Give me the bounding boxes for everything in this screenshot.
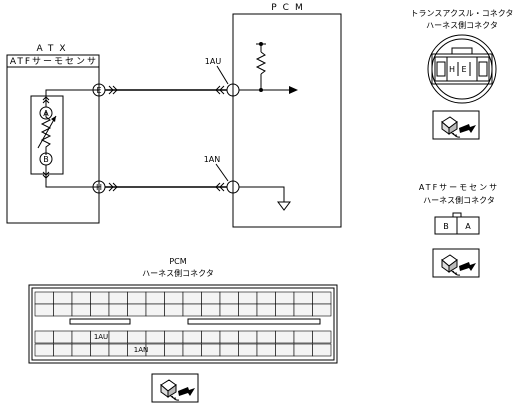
connector-pin-cell [53, 330, 73, 344]
transaxle-connector-title1: トランスアクスル・コネクタ [411, 9, 514, 18]
connector-pin-cell [90, 291, 110, 305]
pin-a-label: A [43, 109, 49, 118]
pcm-connector-title1: PCM [169, 257, 186, 266]
wire-1an: H 1AN [92, 155, 240, 194]
connector-pin-cell [34, 303, 54, 317]
connector-pin-cell [164, 330, 184, 344]
connector-pin-cell [219, 303, 239, 317]
connector-pin-cell [256, 303, 276, 317]
connector-pin-cell [164, 291, 184, 305]
transaxle-connector-title2: ハーネス側コネクタ [426, 20, 498, 30]
connector-pin-cell [53, 303, 73, 317]
connector-pin-cell [164, 343, 184, 357]
atf-sensor-connector-title2: ハーネス側コネクタ [423, 195, 495, 205]
connector-pin-cell [201, 291, 221, 305]
connector-pin-cell [201, 303, 221, 317]
connector-pin-cell [312, 303, 332, 317]
connector-pin-cell [293, 343, 313, 357]
connector-pin-cell [108, 330, 128, 344]
transaxle-cell-h: H [449, 65, 455, 74]
pcm-title: PCM [271, 3, 308, 13]
connector-pin-cell [293, 330, 313, 344]
connector-pin-cell [275, 303, 295, 317]
connector-pin-cell [145, 303, 165, 317]
connector-pin-cell [71, 330, 91, 344]
connector-view-icon [432, 110, 480, 140]
connector-pin-cell [275, 343, 295, 357]
transaxle-cell-e: E [461, 65, 466, 74]
transaxle-connector: トランスアクスル・コネクタ ハーネス側コネクタ H E [411, 9, 514, 104]
connector-pin-cell [71, 303, 91, 317]
connector-pin-cell [182, 330, 202, 344]
connector-pin-cell [34, 343, 54, 357]
connector-pin-cell [34, 330, 54, 344]
connector-pin-cell [182, 343, 202, 357]
connector-pin-cell [293, 303, 313, 317]
connector-pin-cell [182, 303, 202, 317]
pcm-internal-circuit [239, 42, 298, 211]
connector-pin-cell [71, 291, 91, 305]
atf-sensor-title: ATFサーモセンサ [10, 56, 98, 67]
pcm-harness-connector: PCM ハーネス側コネクタ 1AU 1AN [28, 257, 338, 364]
connector-pin-cell [182, 291, 202, 305]
connector-pin-cell [108, 303, 128, 317]
sensor-cell-b: B [443, 222, 449, 231]
pcm-connector-title2: ハーネス側コネクタ [142, 268, 214, 278]
connector-pin-cell [90, 303, 110, 317]
connector-pin-cell [256, 291, 276, 305]
pin-1au-label: 1AU [205, 57, 222, 66]
connector-pin-cell [108, 291, 128, 305]
connector-pin-cell [312, 291, 332, 305]
atf-sensor-connector-title1: ATFサーモセンサ [419, 183, 499, 192]
sensor-cell-a: A [465, 222, 471, 231]
connector-pin-cell [275, 291, 295, 305]
wire-1au: E 1AU [92, 57, 240, 97]
atx-title: ATX [36, 44, 71, 54]
connector-pin-cell [219, 291, 239, 305]
connector-pin-cell [312, 343, 332, 357]
connector-pin-cell [293, 291, 313, 305]
pin-h-label: H [96, 183, 102, 192]
connector-pin-cell [238, 303, 258, 317]
connector-pin-cell [238, 291, 258, 305]
pin-1an-label: 1AN [204, 155, 221, 164]
connector-pin-cell [219, 343, 239, 357]
connector-pin-cell [201, 330, 221, 344]
connector-pin-cell [53, 343, 73, 357]
pcm-connector-pin-1au: 1AU [94, 333, 108, 341]
pcm-connector-cells [34, 291, 332, 357]
connector-pin-cell [53, 291, 73, 305]
pin-e-label: E [96, 86, 101, 95]
atf-thermo-sensor: A B [30, 89, 99, 188]
connector-pin-cell [238, 330, 258, 344]
connector-pin-cell [71, 343, 91, 357]
connector-pin-cell [34, 291, 54, 305]
atf-sensor-connector: ATFサーモセンサ ハーネス側コネクタ B A [419, 183, 499, 235]
connector-pin-cell [219, 330, 239, 344]
connector-pin-cell [127, 330, 147, 344]
connector-pin-cell [256, 343, 276, 357]
connector-pin-cell [90, 343, 110, 357]
connector-pin-cell [127, 303, 147, 317]
connector-pin-cell [145, 291, 165, 305]
connector-pin-cell [145, 343, 165, 357]
connector-view-icon [432, 248, 480, 278]
connector-pin-cell [256, 330, 276, 344]
pin-b-label: B [43, 155, 49, 164]
connector-view-icon [151, 373, 199, 403]
connector-pin-cell [201, 343, 221, 357]
connector-pin-cell [275, 330, 295, 344]
connector-pin-cell [238, 343, 258, 357]
connector-pin-cell [127, 291, 147, 305]
pcm-box: PCM [232, 3, 342, 228]
connector-pin-cell [312, 330, 332, 344]
connector-pin-cell [164, 303, 184, 317]
atx-box: ATX ATFサーモセンサ [6, 44, 100, 224]
connector-pin-cell [145, 330, 165, 344]
pcm-connector-pin-1an: 1AN [134, 346, 148, 354]
connector-pin-cell [108, 343, 128, 357]
